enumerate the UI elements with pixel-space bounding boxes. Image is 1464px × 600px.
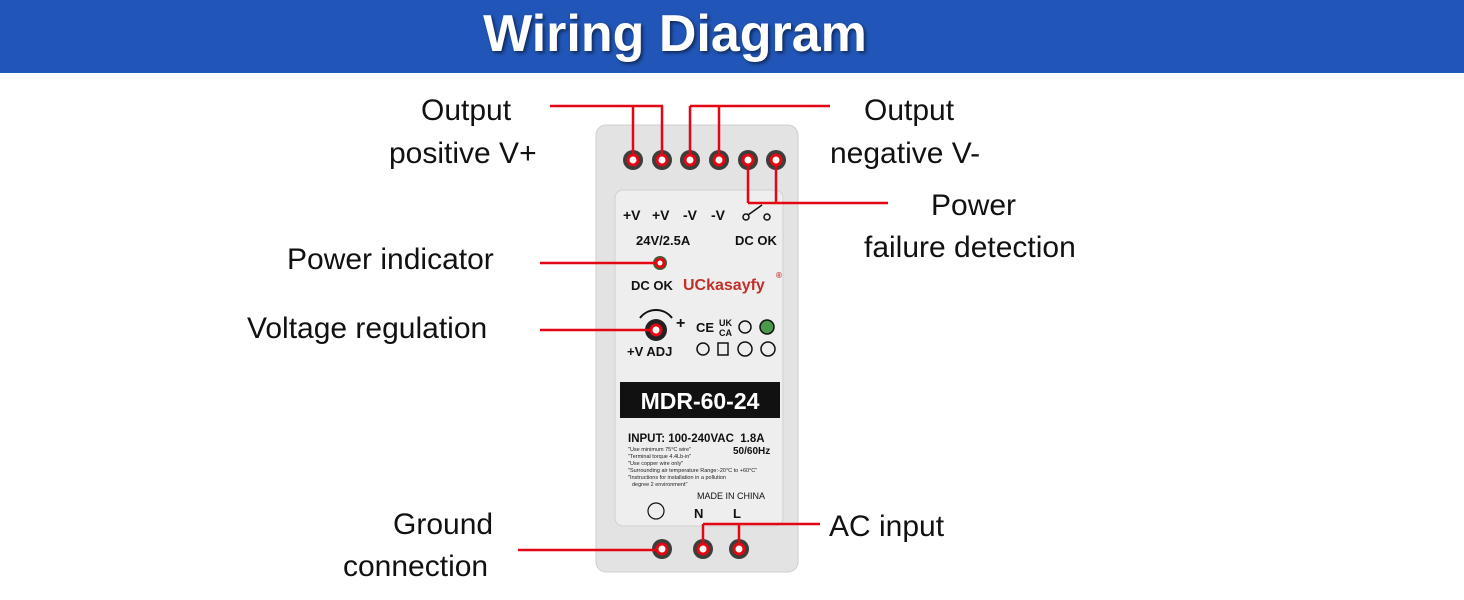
relay-switch-icon: [742, 204, 771, 221]
model-number: MDR-60-24: [641, 388, 760, 414]
label-output-negative: Output: [864, 94, 955, 127]
frequency: 50/60Hz: [733, 446, 770, 457]
model-band: [620, 382, 780, 418]
callout-lines: [518, 104, 888, 552]
ground-symbol-icon: [647, 502, 665, 520]
label-ground: connection: [343, 550, 489, 583]
terminal-n: N: [694, 506, 703, 521]
label-power-failure: Power: [931, 189, 1017, 222]
note: "Terminal torque 4.4Lb-in": [628, 454, 691, 460]
terminal-label: -V: [711, 207, 726, 223]
label-power-failure: failure detection: [864, 231, 1076, 264]
rating: 24V/2.5A: [636, 233, 691, 248]
label-voltage-regulation: Voltage regulation: [247, 312, 488, 345]
callout-dots: [626, 153, 783, 556]
note: "Use copper wire only": [628, 461, 683, 467]
label-ac-input: AC input: [829, 510, 945, 543]
brand: UCkasayfy: [683, 277, 765, 294]
terminal-label: +V: [623, 207, 641, 223]
label-output-negative: negative V-: [830, 137, 981, 170]
label-power-indicator: Power indicator: [287, 243, 494, 276]
page-title: Wiring Diagram: [483, 5, 867, 63]
bottom-terminals: [652, 539, 749, 559]
label-panel: [614, 189, 784, 527]
dc-ok-relay-label: DC OK: [735, 233, 778, 248]
adj-plus: +: [676, 315, 685, 332]
made-in: MADE IN CHINA: [697, 491, 765, 501]
header-banner: Wiring Diagram: [0, 0, 1464, 73]
adjust-arrow-icon: [639, 309, 673, 319]
label-output-positive: Output: [421, 94, 512, 127]
note: "Instructions for installation in a poll…: [628, 475, 726, 481]
terminal-l: L: [733, 506, 741, 521]
led-label: DC OK: [631, 278, 674, 293]
note: degree 2 environment": [632, 482, 688, 488]
ukca-mark: CA: [719, 328, 732, 338]
note: "Surrounding air temperature Range:-20°C…: [628, 468, 757, 474]
note: "Use minimum 75°C wire": [628, 447, 691, 453]
brand-mark: ®: [776, 271, 782, 280]
ukca-mark: UK: [719, 318, 732, 328]
terminal-label: -V: [683, 207, 698, 223]
certification-icons: [696, 319, 776, 357]
adj-label: +V ADJ: [627, 344, 672, 359]
terminal-label: +V: [652, 207, 670, 223]
label-ground: Ground: [393, 508, 494, 541]
label-output-positive: positive V+: [389, 137, 537, 170]
input-rating: INPUT: 100-240VAC 1.8A: [628, 433, 765, 445]
ce-mark: CE: [696, 320, 714, 335]
